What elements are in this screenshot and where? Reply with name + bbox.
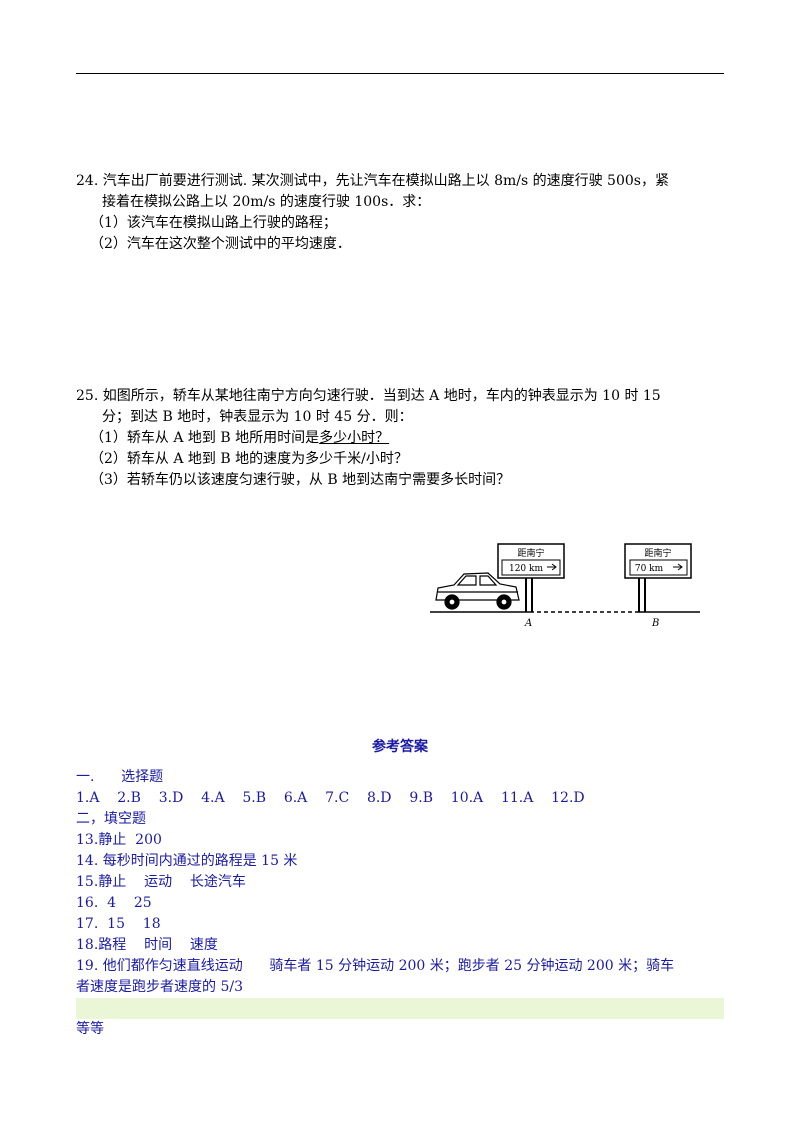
q25-item1-text: （1）轿车从 A 地到 B 地所用时间是	[90, 430, 320, 446]
question-24: 24. 汽车出厂前要进行测试. 某次测试中，先让汽车在模拟山路上以 8m/s 的…	[76, 171, 724, 255]
answer-line: 1.A 2.B 3.D 4.A 5.B 6.A 7.C 8.D 9.B 10.A…	[76, 790, 585, 806]
answers-title: 参考答案	[372, 739, 428, 755]
sign-b-title: 距南宁	[644, 547, 671, 559]
answer-line: 16. 4 25	[76, 895, 152, 911]
road-sign-figure: 距南宁 120 km 距南宁 70 km A B	[430, 543, 700, 629]
sign-b: 距南宁 70 km	[624, 543, 692, 612]
sign-b-value: 70 km	[635, 564, 664, 574]
arrow-right-icon	[547, 563, 557, 571]
answer-line: 14. 每秒时间内通过的路程是 15 米	[76, 853, 298, 869]
sign-a: 距南宁 120 km	[497, 543, 565, 612]
answer-line: 15.静止 运动 长途汽车	[76, 874, 246, 890]
sign-a-value: 120 km	[509, 564, 543, 574]
q24-item2: （2）汽车在这次整个测试中的平均速度．	[90, 236, 351, 252]
q25-line1: 25. 如图所示，轿车从某地往南宁方向匀速行驶．当到达 A 地时，车内的钟表显示…	[76, 388, 661, 404]
answer-last: 等等	[76, 1021, 104, 1037]
label-a: A	[524, 618, 532, 629]
q25-item1-underlined: 多少小时？	[319, 430, 390, 446]
answers-body: 一. 选择题 1.A 2.B 3.D 4.A 5.B 6.A 7.C 8.D 9…	[76, 767, 724, 1040]
answer-line-19b: 者速度是跑步者速度的 5/3	[76, 979, 243, 995]
answer-line: 一. 选择题	[76, 769, 164, 785]
q25-item2: （2）轿车从 A 地到 B 地的速度为多少千米/小时？	[90, 451, 408, 467]
car-icon	[435, 572, 520, 610]
highlight-band	[76, 998, 724, 1019]
answer-line-19a: 19. 他们都作匀速直线运动 骑车者 15 分钟运动 200 米；跑步者 25 …	[76, 958, 675, 974]
q24-item1: （1）该汽车在模拟山路上行驶的路程；	[90, 215, 337, 231]
answer-line: 13.静止 200	[76, 832, 162, 848]
label-b: B	[651, 618, 659, 629]
sign-a-title: 距南宁	[517, 547, 544, 559]
answer-line: 17. 15 18	[76, 916, 161, 932]
q24-line2: 接着在模拟公路上以 20m/s 的速度行驶 100s．求：	[102, 194, 431, 210]
answer-line: 18.路程 时间 速度	[76, 937, 218, 953]
q24-line1: 24. 汽车出厂前要进行测试. 某次测试中，先让汽车在模拟山路上以 8m/s 的…	[76, 173, 669, 189]
q25-line2: 分；到达 B 地时，钟表显示为 10 时 45 分．则：	[102, 409, 413, 425]
q25-item1: （1）轿车从 A 地到 B 地所用时间是多少小时？	[76, 428, 724, 449]
header-rule	[76, 73, 724, 74]
question-25: 25. 如图所示，轿车从某地往南宁方向匀速行驶．当到达 A 地时，车内的钟表显示…	[76, 386, 724, 491]
answer-line: 二，填空题	[76, 811, 146, 827]
q25-item3: （3）若轿车仍以该速度匀速行驶，从 B 地到达南宁需要多长时间？	[90, 472, 511, 488]
arrow-right-icon	[673, 563, 683, 571]
